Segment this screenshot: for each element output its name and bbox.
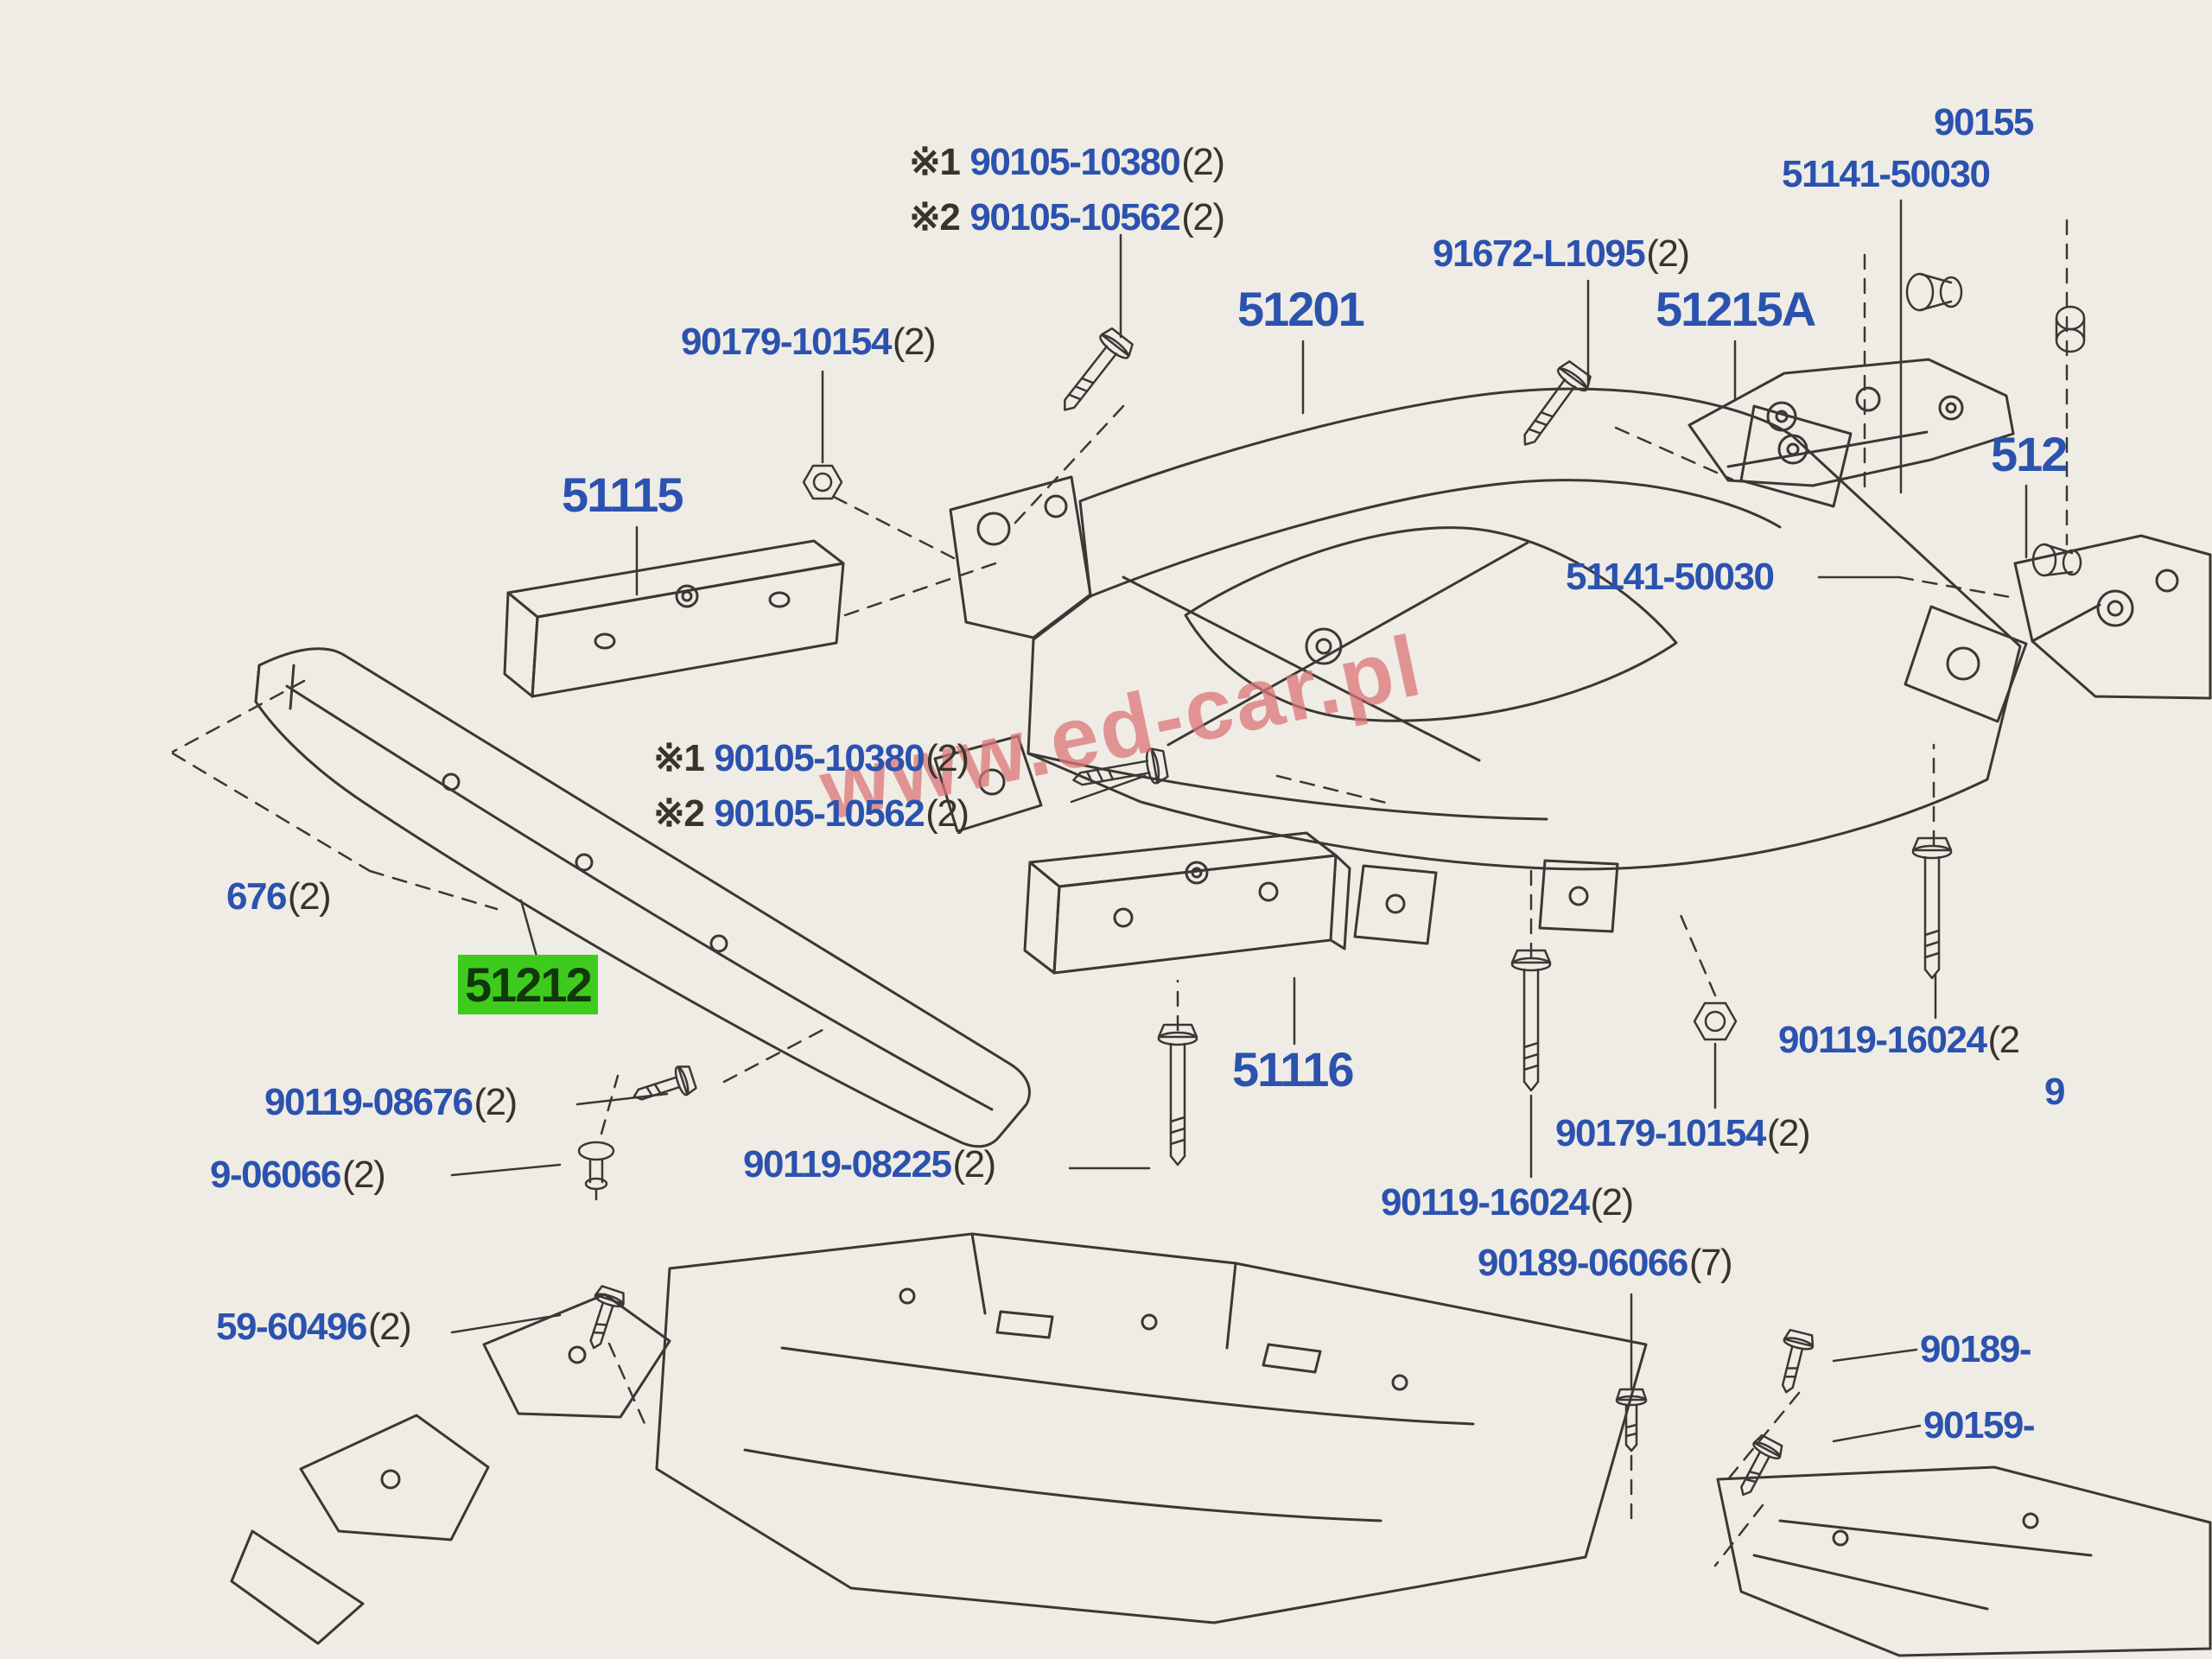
part-number-link[interactable]: 512: [1991, 427, 2068, 481]
part-qty: (2): [367, 1306, 412, 1348]
part-number-link[interactable]: 91672-L1095: [1433, 232, 1646, 275]
part-qty: (7): [1688, 1242, 1733, 1284]
bolt-icon: [1157, 1023, 1198, 1166]
crossmember-51212: [254, 647, 1031, 1148]
nut-icon: [1693, 1001, 1738, 1041]
screw-icon: [1770, 1327, 1817, 1397]
part-number-link[interactable]: 9: [2044, 1071, 2065, 1113]
part-label-90179-10154-bottom: 90179-10154(2): [1555, 1112, 1811, 1154]
part-label-90119-16024-bottom: 90119-16024(2): [1381, 1181, 1634, 1224]
part-number-link[interactable]: 90105-10562: [714, 792, 925, 835]
spacer-51116: [1023, 831, 1351, 975]
part-label-90189-06066: 90189-06066(7): [1478, 1242, 1733, 1284]
part-label-90119-08225: 90119-08225(2): [743, 1143, 996, 1185]
part-label-51115: 51115: [562, 471, 684, 519]
part-label-512-cut: 512: [1991, 427, 2068, 481]
part-qty: (2): [952, 1143, 996, 1185]
cushion-bushings: [1905, 272, 2086, 577]
ref-mark: ※2: [909, 196, 961, 238]
dashed-guides: [171, 219, 2069, 1567]
part-qty: (2): [474, 1081, 518, 1123]
part-number-link[interactable]: 90105-10380: [969, 141, 1180, 183]
part-number-link[interactable]: 59-60496: [216, 1306, 367, 1348]
part-label-51201: 51201: [1237, 282, 1365, 336]
part-label-60496-cut: 59-60496(2): [216, 1306, 412, 1348]
ref-mark: ※1: [909, 141, 961, 183]
part-qty: (2: [1987, 1019, 2020, 1061]
part-number-link[interactable]: 51115: [562, 467, 684, 522]
part-number-link[interactable]: 676: [226, 875, 287, 918]
part-number-link[interactable]: 90119-08225: [743, 1143, 952, 1185]
part-label-51141-50030-mid: 51141-50030: [1566, 556, 1775, 598]
part-qty: (2): [892, 321, 937, 363]
part-label-90119-08676: 90119-08676(2): [264, 1081, 518, 1123]
part-label-51116: 51116: [1232, 1046, 1355, 1094]
part-qty: (2): [925, 792, 969, 835]
part-qty: (2): [1181, 196, 1225, 238]
part-number-link[interactable]: 51201: [1237, 282, 1365, 336]
engine-undercover: [230, 1232, 2212, 1657]
part-qty: (2): [1646, 232, 1690, 275]
ref-mark: ※1: [653, 737, 705, 779]
bolt-icon: [1911, 836, 1953, 980]
bolt-icon: [628, 1062, 699, 1112]
part-number-link[interactable]: 90179-10154: [1555, 1112, 1766, 1154]
part-number-link[interactable]: 90119-16024: [1778, 1019, 1987, 1061]
nut-icon: [802, 464, 843, 500]
part-number-link[interactable]: 90119-16024: [1381, 1181, 1590, 1224]
part-label-06066-cut: 9-06066(2): [210, 1154, 386, 1196]
fasteners: [577, 324, 1953, 1503]
subframe-51201: [933, 387, 2028, 945]
part-label-90159-cut: 90159-: [1923, 1404, 2036, 1446]
part-label-51212-selected: 51212: [458, 955, 598, 1014]
bolt-icon: [1510, 949, 1552, 1092]
part-qty: (2): [1590, 1181, 1634, 1224]
part-number-link[interactable]: 51141-50030: [1566, 556, 1775, 598]
part-number-link[interactable]: 90189-: [1920, 1328, 2032, 1370]
part-number-link[interactable]: 51141-50030: [1782, 153, 1991, 195]
ref-mark: ※2: [653, 792, 705, 835]
part-number-link[interactable]: 51215A: [1656, 282, 1816, 336]
part-number-link[interactable]: 51212: [458, 955, 598, 1014]
part-label-676-cut: 676(2): [226, 875, 332, 918]
spacer-51115: [503, 539, 845, 698]
part-qty: (2): [287, 875, 332, 918]
part-qty: (2): [1181, 141, 1225, 183]
part-number-link[interactable]: 90105-10562: [969, 196, 1180, 238]
part-label-51141-50030-top: 51141-50030: [1782, 153, 1991, 195]
part-label-9-fragment: 9: [2044, 1071, 2065, 1113]
part-label-90119-16024-right: 90119-16024(2: [1778, 1019, 2020, 1061]
part-qty: (2): [1766, 1112, 1811, 1154]
part-number-link[interactable]: 9-06066: [210, 1154, 341, 1196]
part-label-90189-cut: 90189-: [1920, 1328, 2032, 1370]
leader-lines: [450, 199, 2028, 1443]
bracket-51215a: [1688, 358, 2015, 487]
part-number-link[interactable]: 90189-06066: [1478, 1242, 1688, 1284]
bolt-icon: [1510, 358, 1595, 456]
part-qty: (2): [341, 1154, 386, 1196]
part-label-91672-L1095: 91672-L1095(2): [1433, 232, 1690, 275]
part-label-90179-10154-top: 90179-10154(2): [681, 321, 937, 363]
part-number-link[interactable]: 90179-10154: [681, 321, 892, 363]
part-label-90155-cut: 90155: [1934, 101, 2034, 143]
side-member-cut: [2013, 534, 2212, 700]
clip-icon: [577, 1141, 615, 1201]
part-qty: (2): [925, 737, 969, 779]
part-label-51215A: 51215A: [1656, 282, 1816, 336]
part-number-link[interactable]: 90155: [1934, 101, 2034, 143]
part-number-link[interactable]: 90159-: [1923, 1404, 2036, 1446]
part-number-link[interactable]: 90105-10380: [714, 737, 925, 779]
part-number-link[interactable]: 90119-08676: [264, 1081, 474, 1123]
part-number-link[interactable]: 51116: [1232, 1042, 1355, 1096]
